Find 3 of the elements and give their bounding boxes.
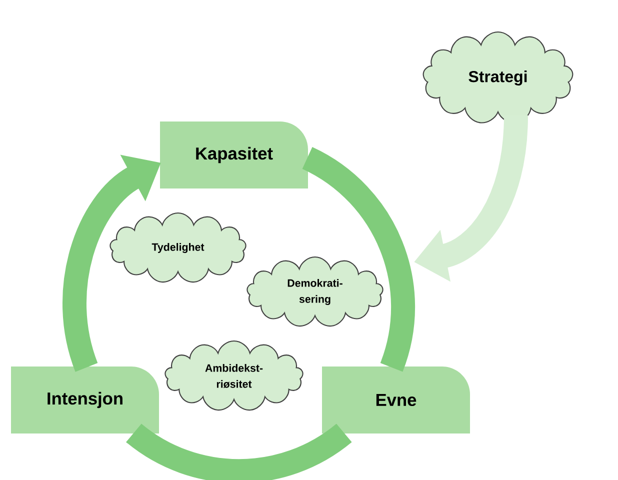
label-box: Kapasitet xyxy=(160,122,308,188)
label-box: Evne xyxy=(322,366,470,434)
label-box: Intensjon xyxy=(11,366,159,434)
